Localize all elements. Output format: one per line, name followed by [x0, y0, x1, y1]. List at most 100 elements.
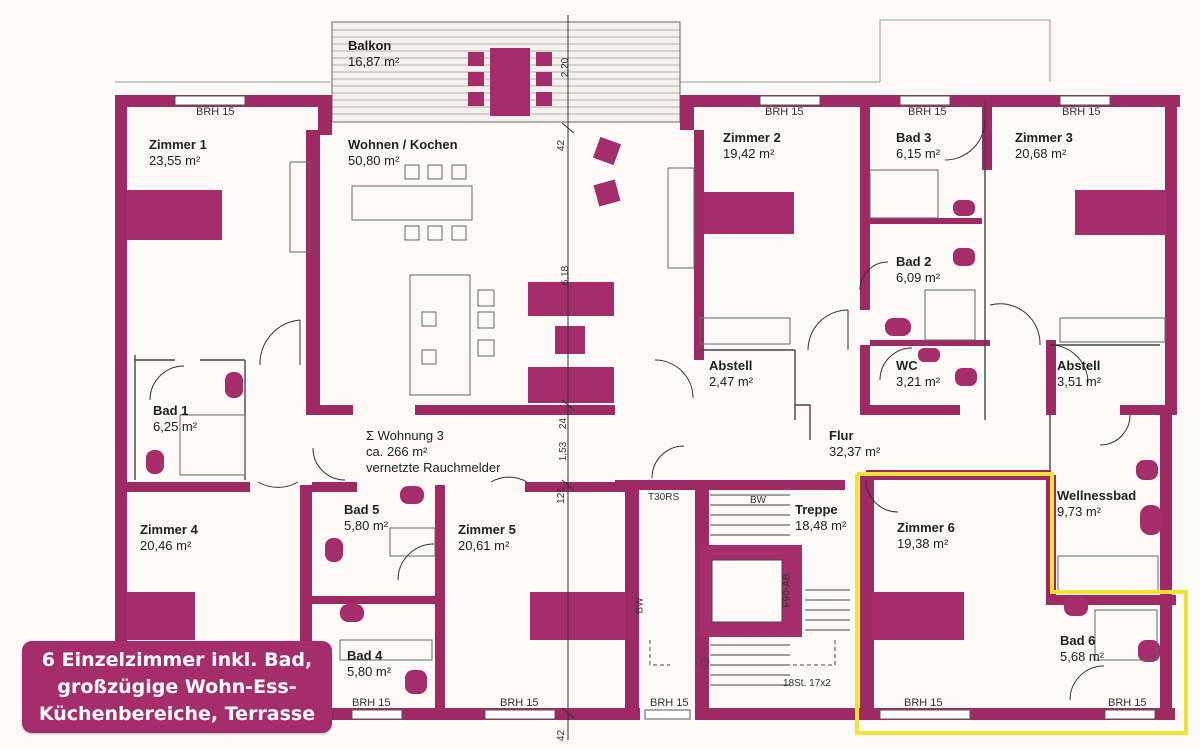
room-name: Wellnessbad	[1057, 488, 1137, 503]
room-area: 32,37 m²	[829, 444, 881, 459]
room-name: Bad 3	[896, 130, 932, 145]
room-area: 18,48 m²	[795, 518, 847, 533]
room-label-balkon: Balkon 16,87 m²	[348, 38, 399, 70]
dimension-label: 1,53	[558, 441, 570, 462]
brh-label: BRH 15	[196, 106, 235, 118]
brh-label: BRH 15	[650, 697, 689, 709]
brh-label: BRH 15	[908, 106, 947, 118]
brh-label: BRH 15	[1108, 697, 1147, 709]
room-area: 9,73 m²	[1057, 504, 1102, 519]
brh-label: BRH 15	[1062, 106, 1101, 118]
fire-door-label: F90-AB	[781, 573, 793, 608]
door-rating-label: T30RS	[648, 492, 680, 503]
living-furniture	[289, 136, 1166, 403]
brh-label: BRH 15	[904, 697, 943, 709]
room-label-wellnessbad: Wellnessbad 9,73 m²	[1057, 488, 1136, 520]
dimension-label: 2,20	[560, 57, 572, 78]
balcony	[331, 21, 681, 123]
room-label-bad3: Bad 3 6,15 m²	[896, 130, 940, 162]
banner-line-1: 6 Einzelzimmer inkl. Bad,	[41, 648, 313, 671]
room-area: 20,68 m²	[1015, 146, 1067, 161]
brh-label: BRH 15	[765, 106, 804, 118]
room-area: 20,46 m²	[140, 538, 192, 553]
doors	[149, 119, 1131, 701]
room-area: 19,38 m²	[897, 536, 949, 551]
room-area: 3,51 m²	[1057, 374, 1102, 389]
room-name: Treppe	[795, 502, 838, 517]
summary-line-3: vernetzte Rauchmelder	[366, 460, 501, 475]
room-area: 6,09 m²	[896, 270, 941, 285]
room-label-zimmer4: Zimmer 4 20,46 m²	[140, 522, 198, 554]
brh-label: BRH 15	[500, 697, 539, 709]
room-label-zimmer6: Zimmer 6 19,38 m²	[897, 520, 955, 552]
walls	[115, 95, 1180, 720]
bath-fixtures	[146, 200, 1162, 694]
room-area: 20,61 m²	[458, 538, 510, 553]
summary-line-2: ca. 266 m²	[366, 444, 428, 459]
room-name: Abstell	[1057, 358, 1101, 373]
dimension-label: 24	[558, 417, 570, 430]
brh-label: BRH 15	[352, 697, 391, 709]
room-area: 50,80 m²	[348, 153, 400, 168]
room-label-treppe: Treppe 18,48 m²	[795, 502, 846, 534]
stairwell	[649, 494, 850, 686]
room-name: Zimmer 1	[149, 137, 207, 152]
room-label-bad6: Bad 6 5,68 m²	[1060, 633, 1104, 665]
room-label-abstell2: Abstell 3,51 m²	[1057, 358, 1101, 390]
room-label-wohnen: Wohnen / Kochen 50,80 m²	[348, 137, 458, 169]
room-label-bad2: Bad 2 6,09 m²	[896, 254, 940, 286]
room-name: Zimmer 5	[458, 522, 516, 537]
partitions	[134, 100, 1160, 480]
room-area: 23,55 m²	[149, 153, 201, 168]
summary-line-1: Σ Wohnung 3	[366, 428, 444, 443]
apartment-summary: Σ Wohnung 3 ca. 266 m² vernetzte Rauchme…	[366, 428, 500, 476]
room-area: 19,42 m²	[723, 146, 775, 161]
room-name: Bad 4	[347, 648, 383, 663]
room-label-zimmer1: Zimmer 1 23,55 m²	[149, 137, 207, 169]
room-name: Flur	[829, 428, 854, 443]
dimension-label: 42	[556, 729, 568, 742]
room-area: 3,21 m²	[896, 374, 941, 389]
room-area: 5,80 m²	[344, 518, 389, 533]
room-name: Zimmer 3	[1015, 130, 1073, 145]
room-name: Bad 5	[344, 502, 380, 517]
room-area: 6,25 m²	[153, 419, 198, 434]
room-name: Bad 1	[153, 403, 189, 418]
room-label-zimmer5: Zimmer 5 20,61 m²	[458, 522, 516, 554]
room-label-bad5: Bad 5 5,80 m²	[344, 502, 388, 534]
banner-line-3: Küchenbereiche, Terrasse	[38, 702, 316, 725]
room-label-zimmer3: Zimmer 3 20,68 m²	[1015, 130, 1073, 162]
room-area: 5,68 m²	[1060, 649, 1105, 664]
room-area: 5,80 m²	[347, 664, 392, 679]
room-name: WC	[896, 358, 918, 373]
room-name: Balkon	[348, 38, 392, 53]
room-label-abstell1: Abstell 2,47 m²	[709, 358, 753, 390]
room-name: Bad 6	[1060, 633, 1096, 648]
room-area: 6,15 m²	[896, 146, 941, 161]
room-label-bad1: Bad 1 6,25 m²	[153, 403, 197, 435]
room-name: Zimmer 2	[723, 130, 781, 145]
wall-label: BW	[750, 495, 767, 506]
banner-line-2: großzügige Wohn-Ess-	[57, 675, 297, 698]
room-name: Wohnen / Kochen	[348, 137, 458, 152]
steps-label: 18St. 17x2	[783, 678, 831, 689]
room-name: Zimmer 6	[897, 520, 955, 535]
windows	[174, 95, 1156, 720]
room-label-flur: Flur 32,37 m²	[829, 428, 880, 460]
room-label-bad4: Bad 4 5,80 m²	[347, 648, 391, 680]
room-label-zimmer2: Zimmer 2 19,42 m²	[723, 130, 781, 162]
site-lines	[115, 19, 1051, 83]
room-label-wc: WC 3,21 m²	[896, 358, 940, 390]
dimension-label: 42	[556, 139, 568, 152]
room-name: Abstell	[709, 358, 753, 373]
dimension-label: 6,18	[560, 265, 572, 286]
dimension-line	[561, 15, 575, 740]
bath-outlines	[179, 169, 1159, 661]
room-name: Bad 2	[896, 254, 932, 269]
room-area: 2,47 m²	[709, 374, 754, 389]
room-name: Zimmer 4	[140, 522, 198, 537]
dimension-label: 125	[555, 487, 567, 504]
room-area: 16,87 m²	[348, 54, 400, 69]
feature-banner: 6 Einzelzimmer inkl. Bad, großzügige Woh…	[22, 641, 332, 733]
